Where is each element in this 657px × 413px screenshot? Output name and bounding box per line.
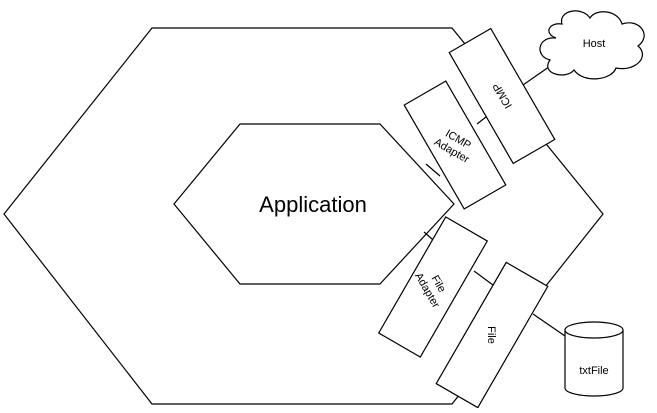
connector-file-txtfile	[532, 313, 566, 337]
txtfile-label: txtFile	[579, 365, 608, 377]
icmp-port-box[interactable]: ICMP	[448, 27, 556, 165]
txtfile-cylinder[interactable]: txtFile	[564, 321, 624, 397]
file-adapter-box[interactable]: File Adapter	[377, 216, 489, 358]
connector-app-icmp-adapter	[425, 163, 441, 177]
application-hexagon[interactable]: Application	[173, 123, 455, 285]
host-label: Host	[583, 38, 606, 50]
host-cloud[interactable]: Host	[539, 10, 645, 80]
file-port-box[interactable]: File	[435, 261, 549, 409]
icmp-adapter-box[interactable]: ICMP Adapter	[403, 80, 507, 210]
file-port-label: File	[485, 326, 497, 344]
application-label: Application	[259, 192, 367, 217]
